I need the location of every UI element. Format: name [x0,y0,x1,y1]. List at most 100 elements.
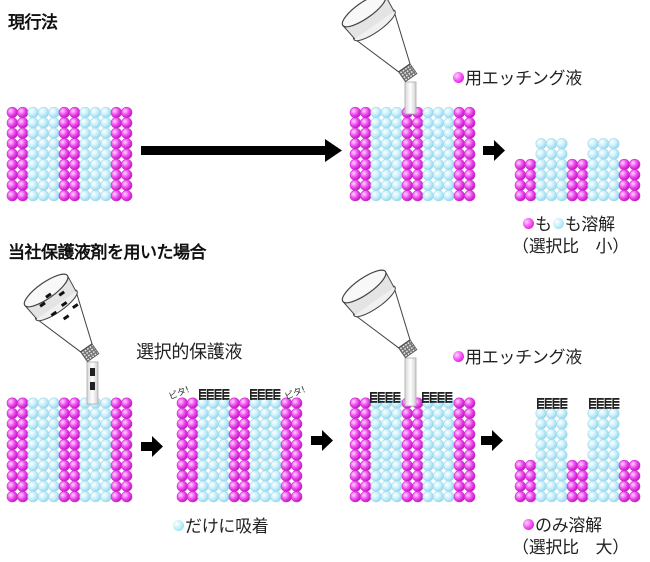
magenta-sphere [514,158,526,171]
magenta-sphere [239,470,251,482]
cyan-sphere [37,428,50,440]
protective-molecule-icon [596,398,604,409]
magenta-sphere [453,148,465,160]
cyan-sphere [48,169,60,181]
magenta-sphere [618,190,630,202]
long-arrow [141,139,342,162]
magenta-sphere [176,407,188,420]
magenta-sphere [17,491,29,503]
cyan-sphere [197,491,209,503]
magenta-sphere [349,480,361,492]
magenta-sphere [121,397,133,409]
magenta-sphere [121,459,133,472]
cyan-sphere [545,179,558,191]
selectivity-small-label: （選択比 小） [512,237,629,257]
cyan-sphere [27,428,39,440]
cyan-sphere [391,117,403,129]
cyan-sphere [608,148,620,160]
cyan-sphere [443,106,455,119]
cyan-sphere [197,480,209,492]
magenta-sphere [110,158,122,171]
magenta-sphere [401,459,413,472]
magenta-sphere [618,169,630,181]
cyan-sphere [391,449,403,461]
cyan-sphere [380,117,393,129]
cyan-sphere [443,491,455,503]
magenta-sphere [110,190,122,202]
cyan-sphere [391,158,403,171]
protective-molecule-icon [199,389,206,400]
magenta-sphere [58,158,70,171]
cyan-sphere [27,470,39,482]
cyan-sphere [79,449,91,461]
cyan-sphere [556,428,568,440]
cyan-sphere [608,158,620,171]
cyan-sphere [270,480,282,492]
cyan-sphere [370,169,382,181]
magenta-sphere [349,491,361,503]
cyan-sphere [443,428,455,440]
magenta-sphere [228,449,240,461]
magenta-sphere [69,190,81,202]
cyan-sphere [422,148,434,160]
cyan-sphere [545,407,558,420]
cyan-sphere [270,407,282,420]
magenta-sphere [360,169,372,181]
cyan-sphere [432,106,445,119]
magenta-sphere-icon [523,519,534,530]
cyan-sphere [270,470,282,482]
cyan-sphere [48,418,60,430]
cyan-sphere [100,480,112,492]
magenta-sphere [239,480,251,492]
magenta-sphere [514,470,526,482]
selectivity-large-label: （選択比 大） [512,538,629,558]
cyan-sphere [48,397,60,409]
result-text: のみ溶解 [535,516,602,536]
cyan-sphere-icon [552,218,564,229]
adsorb-text: だけに吸着 [185,517,269,537]
magenta-sphere [228,418,240,430]
protective-molecule-icon [214,389,222,400]
magenta-sphere [464,148,476,160]
cyan-sphere [535,418,547,430]
magenta-sphere [629,158,641,171]
magenta-sphere [360,428,372,440]
magenta-sphere [121,148,133,160]
magenta-sphere-icon [453,72,464,83]
cyan-sphere [100,190,112,202]
cyan-sphere [443,117,455,129]
cyan-sphere [556,491,568,503]
cyan-sphere [89,428,102,440]
magenta-sphere [566,169,578,181]
cyan-sphere [89,439,102,451]
magenta-sphere [291,407,303,420]
cyan-sphere [545,138,558,150]
cyan-sphere [443,158,455,171]
magenta-sphere [110,491,122,503]
cyan-sphere [432,439,445,451]
cyan-sphere [422,127,434,139]
cyan-sphere [37,117,50,129]
cyan-sphere [556,190,568,202]
protective-molecule-icon [273,389,281,400]
magenta-sphere [566,158,578,171]
cyan-sphere [597,459,610,472]
cyan-sphere [259,439,272,451]
cyan-sphere [391,127,403,139]
cyan-sphere [432,449,445,461]
cyan-sphere [422,470,434,482]
magenta-sphere [349,407,361,420]
magenta-sphere [6,190,18,202]
cyan-sphere [270,418,282,430]
cyan-sphere [270,491,282,503]
magenta-sphere [360,158,372,171]
cyan-sphere [207,418,220,430]
magenta-sphere [360,439,372,451]
magenta-sphere [525,491,537,503]
cyan-sphere [443,179,455,191]
etchant-label-text: 用エッチング液 [465,348,582,368]
magenta-sphere [58,106,70,119]
magenta-sphere [110,127,122,139]
magenta-sphere [280,418,292,430]
magenta-sphere [17,428,29,440]
